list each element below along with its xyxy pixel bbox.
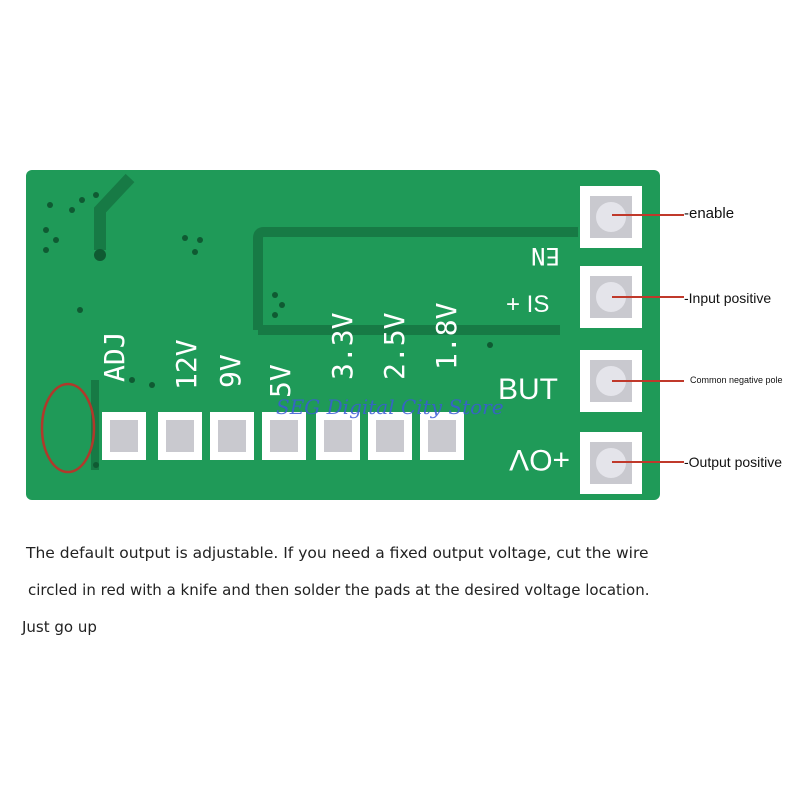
pad-12v — [158, 412, 202, 460]
silk-but: BUT — [498, 373, 558, 406]
pad-5v — [262, 412, 306, 460]
pin-pad-input — [580, 266, 642, 328]
pin-label-enable: -enable — [684, 205, 735, 222]
pad-3v3 — [316, 412, 360, 460]
cut-marker-circle — [40, 382, 96, 474]
pin-label-input: -Input positive — [684, 290, 772, 306]
silk-en: EN — [531, 242, 560, 270]
pin-label-ground: Common negative pole — [690, 375, 783, 385]
description-line-1: The default output is adjustable. If you… — [26, 544, 649, 562]
silk-adj: ADJ — [98, 331, 131, 382]
pad-9v — [210, 412, 254, 460]
silk-5v: 5V — [264, 364, 297, 398]
pin-label-output: -Output positive — [684, 454, 783, 470]
leader-lines — [612, 214, 684, 463]
voltage-pads — [102, 412, 464, 460]
pad-2v5 — [368, 412, 412, 460]
pcb-trace — [253, 227, 578, 330]
store-watermark: SEG Digital City Store — [276, 395, 504, 419]
silk-3v3: 3.3V — [326, 312, 359, 380]
description-line-3: Just go up — [22, 618, 97, 636]
silk-is: + IS — [506, 291, 549, 318]
silk-12v: 12V — [170, 339, 203, 390]
pin-pads — [580, 186, 642, 494]
pin-pad-ground — [580, 350, 642, 412]
vias — [43, 192, 493, 468]
description-line-2: circled in red with a knife and then sol… — [28, 581, 650, 599]
silk-9v: 9V — [214, 354, 247, 388]
pad-adj — [102, 412, 146, 460]
pad-1v8 — [420, 412, 464, 460]
pin-pad-enable — [580, 186, 642, 248]
silk-1v8: 1.8V — [430, 302, 463, 370]
silk-vo: +OV — [509, 443, 570, 476]
voltage-labels: ADJ 12V 9V 5V 3.3V 2.5V 1.8V — [98, 302, 463, 398]
silk-2v5: 2.5V — [378, 312, 411, 380]
pcb-trace — [94, 173, 135, 250]
